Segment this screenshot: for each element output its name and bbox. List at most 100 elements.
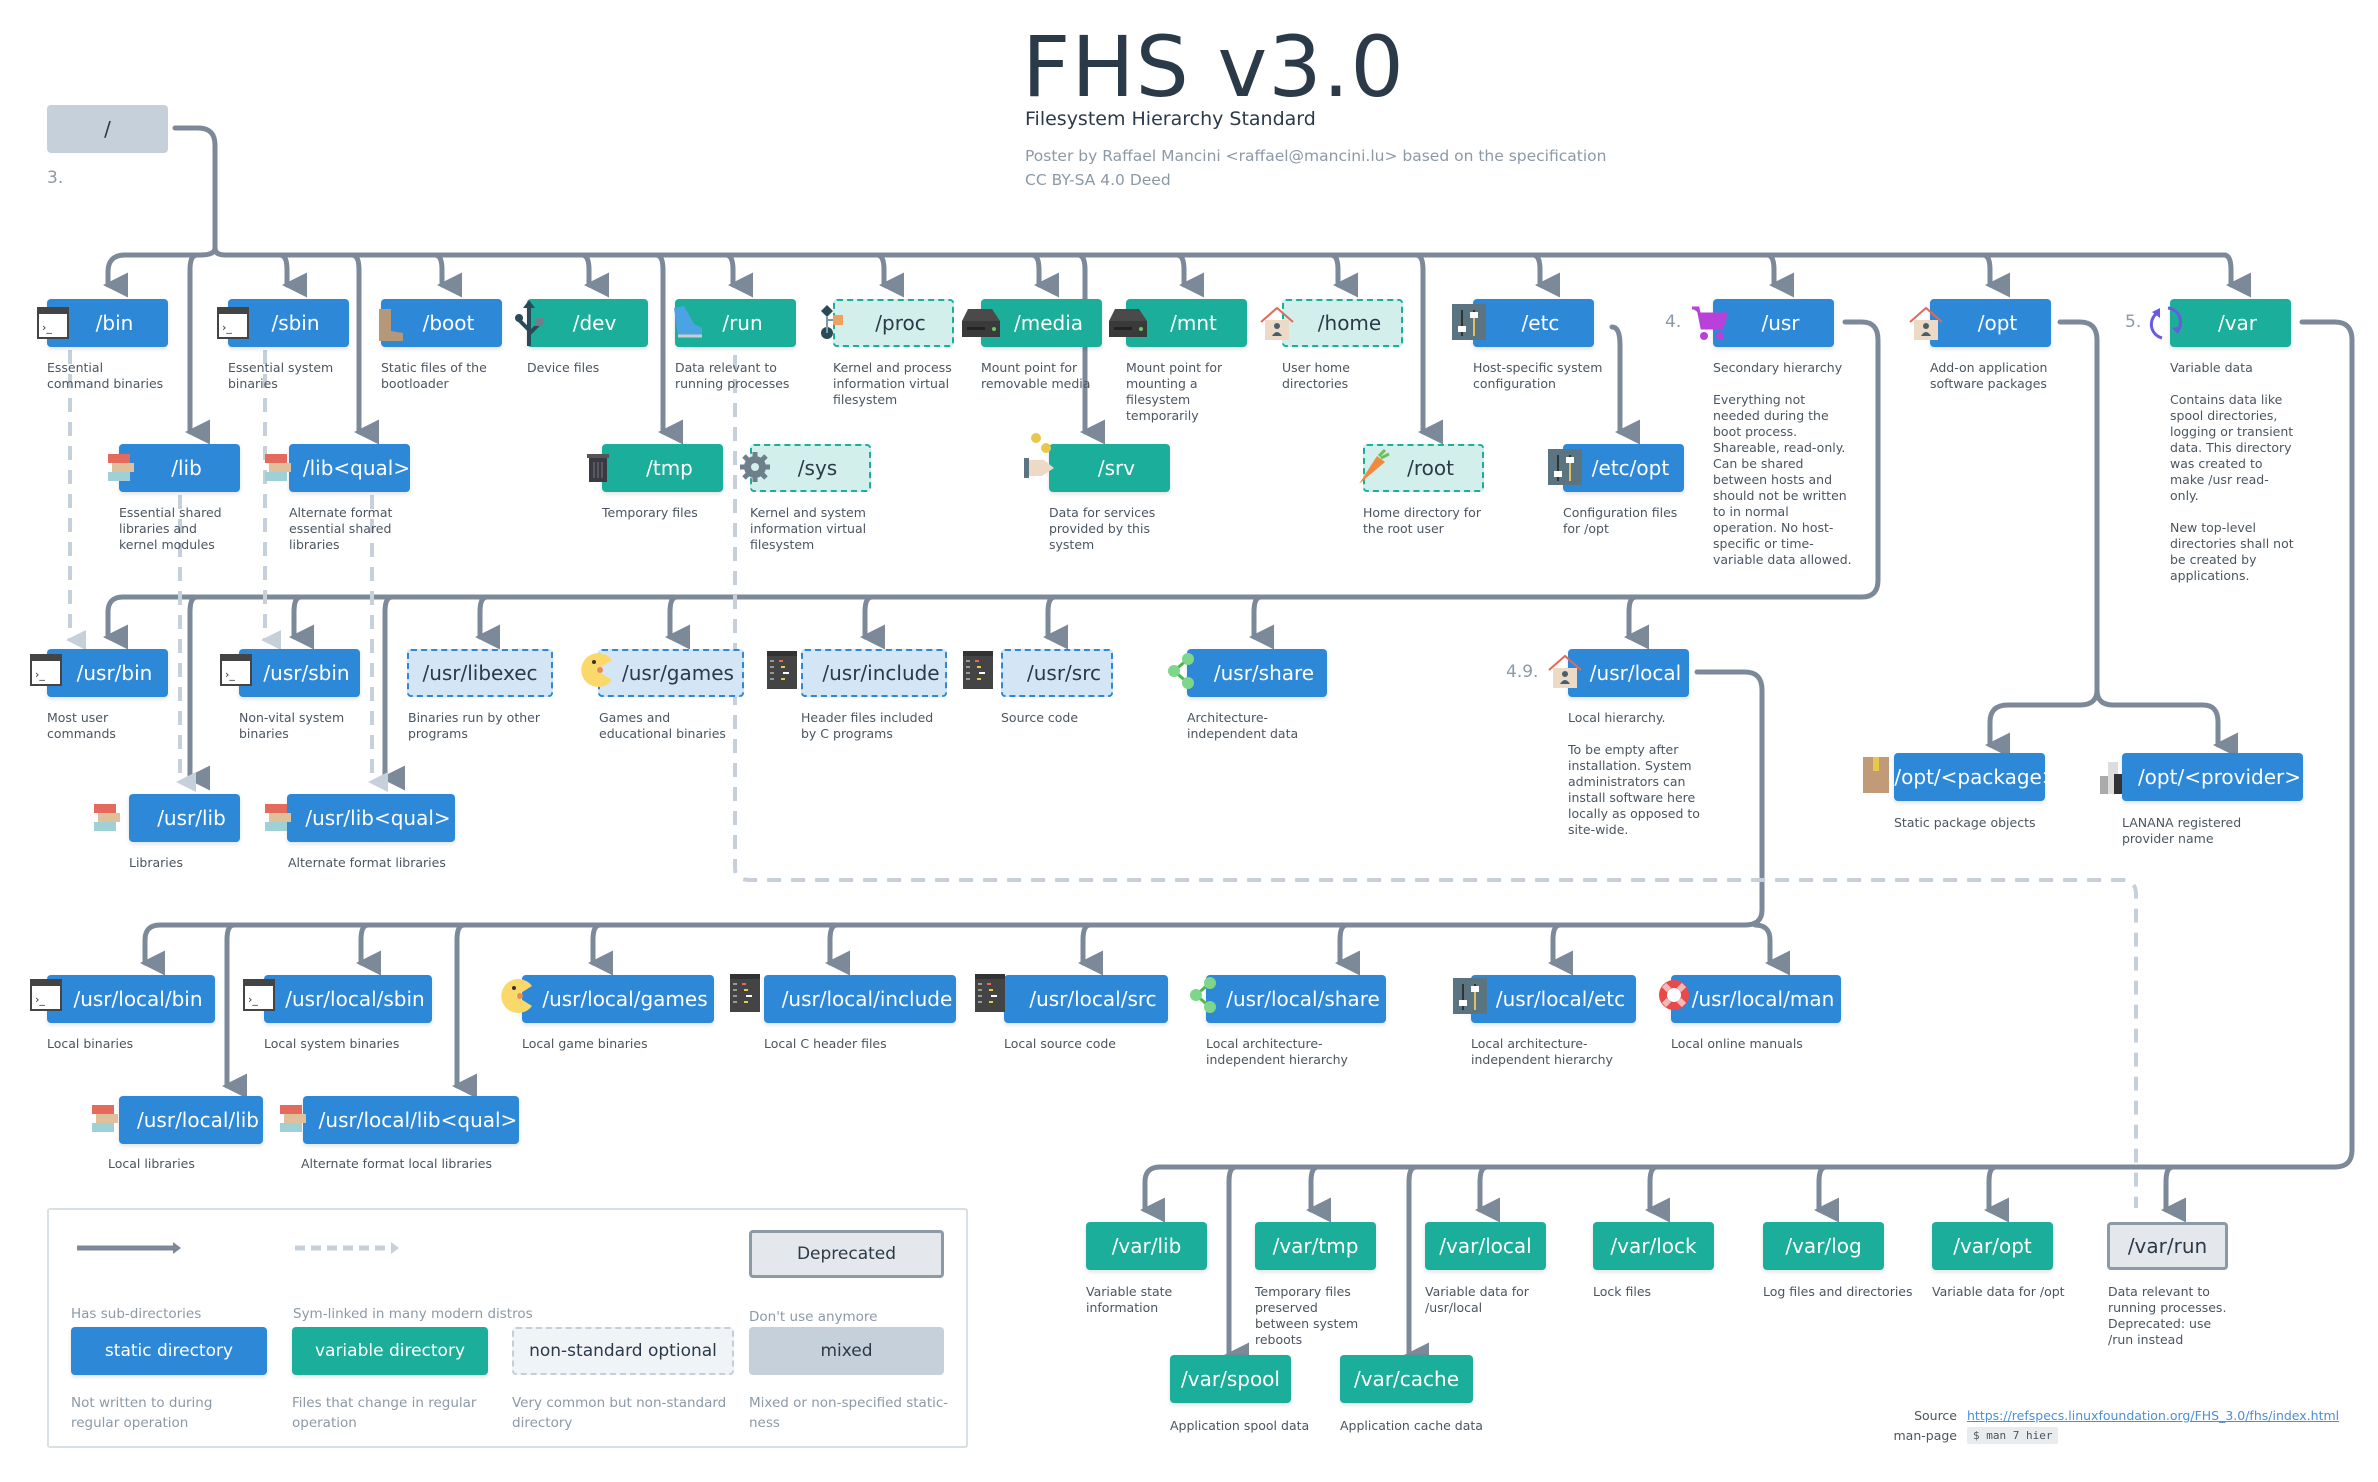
node-label: /opt/<package>: [1894, 765, 2059, 789]
node-usr-bin[interactable]: /usr/bin: [47, 649, 168, 697]
node-description: Kernel and process information virtual f…: [833, 360, 952, 407]
node-description: Local C header files: [764, 1036, 887, 1051]
node-root[interactable]: /: [47, 105, 168, 153]
books-icon: [280, 1103, 320, 1143]
node-description: Local game binaries: [522, 1036, 648, 1051]
node-usr-libexec[interactable]: /usr/libexec: [407, 649, 553, 697]
dashed-arrow-head: [391, 1242, 399, 1254]
node-media[interactable]: /media: [981, 299, 1102, 347]
legend-dashed-desc: Sym-linked in many modern distros: [293, 1306, 533, 1322]
lifebuoy-icon: [1656, 977, 1696, 1017]
node-srv[interactable]: /srv: [1049, 444, 1170, 492]
node-var-local[interactable]: /var/local: [1425, 1222, 1546, 1270]
node-description: Home directory for the root user: [1363, 505, 1481, 536]
node-usr-sbin[interactable]: /usr/sbin: [239, 649, 360, 697]
legend-solid-desc: Has sub-directories: [71, 1306, 202, 1322]
node-label: /var/tmp: [1272, 1234, 1359, 1258]
node-usr-local-share[interactable]: /usr/local/share: [1206, 975, 1386, 1023]
books-icon: [92, 1103, 132, 1143]
node-label: /etc: [1521, 311, 1560, 335]
node-description: Static files of the bootloader: [381, 360, 487, 391]
node-description: Architecture-independent data: [1187, 710, 1299, 741]
node-label: /: [104, 117, 111, 141]
running-shoe-icon: [668, 302, 708, 342]
node-usr-games[interactable]: /usr/games: [598, 649, 744, 697]
node-usr-local-man[interactable]: /usr/local/man: [1671, 975, 1841, 1023]
node-description: Static package objects: [1894, 815, 2036, 830]
node-usr-local-etc[interactable]: /usr/local/etc: [1471, 975, 1636, 1023]
node-usr-share[interactable]: /usr/share: [1187, 649, 1327, 697]
node-usr-local-lib[interactable]: /usr/local/lib: [119, 1096, 263, 1144]
node-usr-local-include[interactable]: /usr/local/include: [764, 975, 956, 1023]
node-usr-src[interactable]: /usr/src: [1001, 649, 1113, 697]
node-label: /tmp: [646, 456, 693, 480]
node-description: Local hierarchy. To be empty after insta…: [1568, 710, 1713, 838]
node-description: Local online manuals: [1671, 1036, 1803, 1051]
node-etc[interactable]: /etc: [1473, 299, 1594, 347]
pacman-icon: [498, 978, 538, 1018]
node-proc[interactable]: /proc: [833, 299, 954, 347]
node-label: /var/lib: [1111, 1234, 1182, 1258]
trash-icon: [585, 448, 625, 488]
node-label: /usr: [1761, 311, 1800, 335]
legend-variable-desc: Files that change in regular operation: [292, 1395, 477, 1431]
node-description-detail: Everything not needed during the boot pr…: [1713, 392, 1852, 567]
node-dev[interactable]: /dev: [527, 299, 648, 347]
node-usr-local-sbin[interactable]: /usr/local/sbin: [264, 975, 432, 1023]
svg-text:›_: ›_: [225, 668, 235, 681]
node-usr[interactable]: /usr: [1713, 299, 1834, 347]
svg-text:›_: ›_: [248, 993, 258, 1006]
legend-variable: variable directory: [292, 1327, 488, 1375]
node-opt-package[interactable]: /opt/<package>: [1894, 753, 2059, 801]
node-home[interactable]: /home: [1282, 299, 1403, 347]
node-var-lib[interactable]: /var/lib: [1086, 1222, 1207, 1270]
node-usr-include[interactable]: /usr/include: [801, 649, 947, 697]
node-description: Libraries: [129, 855, 183, 870]
node-description: Lock files: [1593, 1284, 1652, 1299]
node-var-lock[interactable]: /var/lock: [1593, 1222, 1714, 1270]
node-opt[interactable]: /opt: [1930, 299, 2051, 347]
node-label: /usr/local/lib<qual>: [318, 1108, 518, 1132]
svg-text:›_: ›_: [35, 668, 45, 681]
node-var[interactable]: /var: [2170, 299, 2291, 347]
footer-source-link[interactable]: https://refspecs.linuxfoundation.org/FHS…: [1967, 1408, 2340, 1423]
legend-static-desc: Not written to during regular operation: [71, 1395, 213, 1431]
node-description: Host-specific system configuration: [1473, 360, 1603, 391]
node-var-opt[interactable]: /var/opt: [1932, 1222, 2053, 1270]
node-lib-qual[interactable]: /lib<qual>: [289, 444, 410, 492]
node-etc-opt[interactable]: /etc/opt: [1563, 444, 1684, 492]
node-label: /etc/opt: [1591, 456, 1670, 480]
node-usr-lib-qual[interactable]: /usr/lib<qual>: [287, 794, 455, 842]
node-label: /opt: [1977, 311, 2018, 335]
node-opt-provider[interactable]: /opt/<provider>: [2122, 753, 2303, 801]
credit-license: CC BY-SA 4.0 Deed: [1025, 171, 1171, 189]
node-var-spool[interactable]: /var/spool: [1170, 1355, 1291, 1403]
page-subtitle: Filesystem Hierarchy Standard: [1025, 108, 1316, 130]
node-usr-local-src[interactable]: /usr/local/src: [1004, 975, 1168, 1023]
node-var-tmp[interactable]: /var/tmp: [1255, 1222, 1376, 1270]
flowchart-icon: [815, 303, 855, 343]
node-run[interactable]: /run: [675, 299, 796, 347]
node-description: LANANA registered provider name: [2122, 815, 2242, 846]
node-usr-local-lib-qual[interactable]: /usr/local/lib<qual>: [303, 1096, 519, 1144]
node-label: /lib: [171, 456, 202, 480]
node-lib[interactable]: /lib: [119, 444, 240, 492]
shopping-cart-icon: [1692, 304, 1732, 344]
node-var-cache[interactable]: /var/cache: [1340, 1355, 1473, 1403]
node-label: /usr/games: [622, 661, 734, 685]
node-usr-local-bin[interactable]: /usr/local/bin: [47, 975, 215, 1023]
node-label: /opt/<provider>: [2137, 765, 2302, 789]
node-sys[interactable]: /sys: [750, 444, 871, 492]
node-tmp[interactable]: /tmp: [602, 444, 723, 492]
credit: Poster by Raffael Mancini <raffael@manci…: [1025, 144, 1606, 192]
node-label: /mnt: [1170, 311, 1217, 335]
node-var-log[interactable]: /var/log: [1763, 1222, 1884, 1270]
node-usr-lib[interactable]: /usr/lib: [129, 794, 240, 842]
legend-deprecated: Deprecated: [749, 1230, 944, 1278]
node-usr-local-games[interactable]: /usr/local/games: [522, 975, 714, 1023]
house-icon: [1908, 304, 1948, 344]
node-var-run[interactable]: /var/run: [2107, 1222, 2228, 1270]
refresh-icon: [2148, 304, 2188, 344]
node-label: /usr/local/etc: [1495, 987, 1626, 1011]
node-usr-local[interactable]: /usr/local: [1568, 649, 1689, 697]
